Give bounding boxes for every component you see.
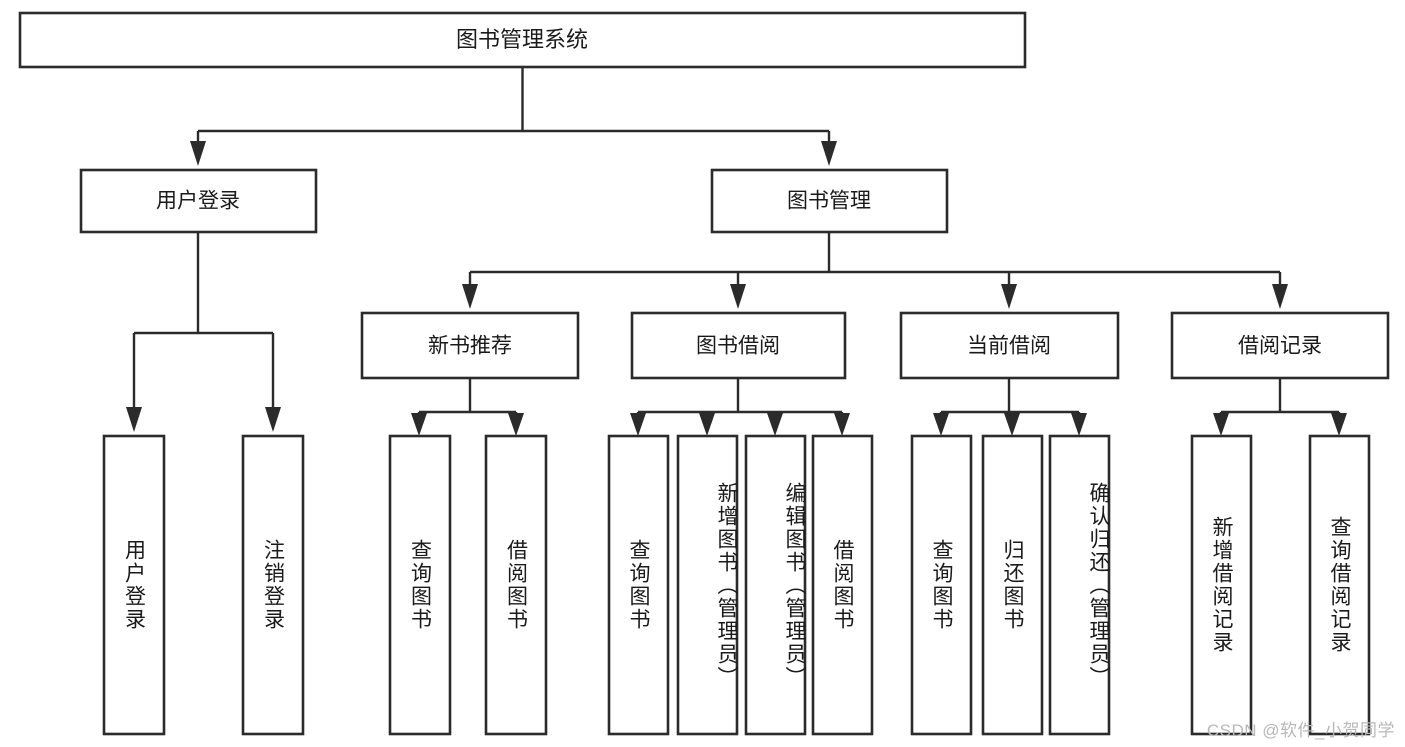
node-leaf-query-book-3-box[interactable] [910,434,973,736]
arrow-head-leaf-query-book-3 [933,413,949,436]
connector-group-borrow-record [1213,378,1347,436]
arrow-head-leaf-user-logout [265,407,281,432]
node-root[interactable]: 图书管理系统 [18,11,1027,69]
node-leaf-return-book-box[interactable] [981,434,1044,736]
arrow-head-leaf-query-book-1 [411,413,427,436]
connector-group-root [190,67,837,166]
node-borrow-record[interactable]: 借阅记录 [1170,311,1390,380]
node-book-borrow-label: 图书借阅 [696,335,780,358]
arrow-head-leaf-add-book-admin [699,413,715,436]
arrow-head-leaf-borrow-book-2 [834,413,850,436]
arrow-head-leaf-confirm-return-admin [1071,413,1087,436]
node-new-book-recommend-box[interactable] [360,311,580,380]
arrow-head-leaf-user-login [126,407,142,432]
arrow-head-book-manage [821,141,837,166]
node-current-borrow[interactable]: 当前借阅 [899,311,1120,380]
node-leaf-query-book-1-box[interactable] [388,434,452,736]
node-new-book-recommend-label: 新书推荐 [428,335,512,358]
node-current-borrow-box[interactable] [899,311,1120,380]
arrow-head-book-borrow [730,284,746,309]
node-book-borrow[interactable]: 图书借阅 [630,311,847,380]
node-leaf-add-borrow-record-box[interactable] [1190,434,1253,736]
connector-group-book-manage [462,232,1288,309]
arrow-head-leaf-edit-book-admin [767,413,783,436]
node-leaf-query-borrow-record-box[interactable] [1308,434,1371,736]
arrow-head-user-login [190,141,206,166]
node-book-manage-label: 图书管理 [787,190,871,213]
connector-group-book-borrow [630,378,850,436]
node-borrow-record-box[interactable] [1170,311,1390,380]
node-leaf-borrow-book-1-box[interactable] [484,434,548,736]
arrow-head-new-book-recommend [462,284,478,309]
node-leaf-confirm-return-admin-box[interactable] [1048,434,1111,736]
node-user-login-box[interactable] [79,168,318,234]
arrow-head-current-borrow [1001,284,1017,309]
node-root-box[interactable] [18,11,1027,69]
connector-group-new-book-recommend [411,378,524,436]
leaf-boxes [102,434,1371,736]
node-user-login-label: 用户登录 [156,190,240,213]
node-leaf-edit-book-admin-box[interactable] [744,434,807,736]
node-leaf-user-logout-box[interactable] [241,434,305,736]
node-new-book-recommend[interactable]: 新书推荐 [360,311,580,380]
node-leaf-borrow-book-2-box[interactable] [811,434,874,736]
node-borrow-record-label: 借阅记录 [1238,335,1322,358]
arrow-head-leaf-query-book-2 [630,413,646,436]
node-leaf-add-book-admin-box[interactable] [676,434,739,736]
arrow-head-leaf-return-book [1004,413,1020,436]
node-root-label: 图书管理系统 [456,27,588,52]
node-current-borrow-label: 当前借阅 [967,335,1051,358]
node-leaf-user-login-box[interactable] [102,434,166,736]
arrow-head-leaf-add-borrow-record [1213,413,1229,436]
connector-group-user-login [126,232,281,432]
node-user-login[interactable]: 用户登录 [79,168,318,234]
node-book-manage-box[interactable] [710,168,949,234]
arrow-head-borrow-record [1272,284,1288,309]
watermark-text: CSDN @软件_小贺同学 [1206,721,1395,740]
arrow-head-leaf-query-borrow-record [1331,413,1347,436]
node-book-borrow-box[interactable] [630,311,847,380]
connector-group-current-borrow [933,378,1087,436]
arrow-head-leaf-borrow-book-1 [508,413,524,436]
node-leaf-query-book-2-box[interactable] [607,434,670,736]
node-book-manage[interactable]: 图书管理 [710,168,949,234]
